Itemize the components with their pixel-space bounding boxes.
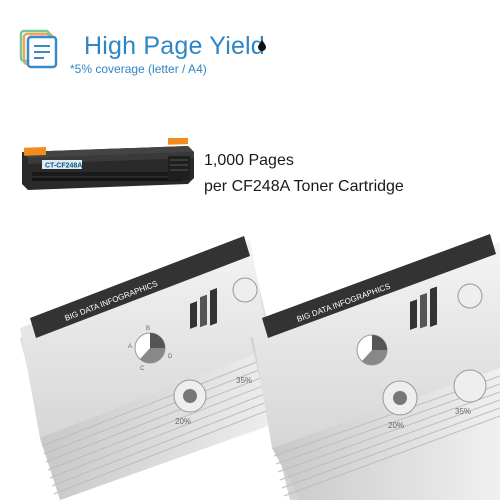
page-title: High Page Yield [84, 32, 265, 60]
paper-stacks-illustration: BIG DATA INFOGRAPHICS A B C D 20% 35% BI… [20, 234, 500, 500]
right-percent-label: 20% [388, 421, 404, 430]
header: High Page Yield *5% coverage (letter / A… [18, 26, 478, 86]
coverage-note: *5% coverage (letter / A4) [70, 62, 207, 76]
left-pie-label-c: C [140, 366, 145, 372]
toner-cartridge-image: CT-CF248A [22, 138, 194, 190]
left-pie-label-d: D [168, 354, 173, 360]
left-percent-label: 20% [175, 417, 191, 426]
left-pie-label-a: A [128, 344, 132, 350]
yield-pages: 1,000 Pages [204, 152, 294, 169]
yield-info: 1,000 Pages per CF248A Toner Cartridge [204, 148, 404, 200]
cartridge-label: CT-CF248A [45, 163, 82, 170]
right-paper-stack: BIG DATA INFOGRAPHICS 20% 35% [250, 234, 500, 500]
left-pie-label-b: B [146, 326, 150, 332]
ink-drop-icon [258, 40, 266, 51]
document-icon [19, 29, 58, 69]
left-paper-stack: BIG DATA INFOGRAPHICS A B C D 20% 35% [20, 236, 290, 500]
right-percent-label-2: 35% [455, 407, 471, 416]
left-percent-label-2: 35% [236, 376, 252, 385]
yield-description: per CF248A Toner Cartridge [204, 178, 404, 195]
